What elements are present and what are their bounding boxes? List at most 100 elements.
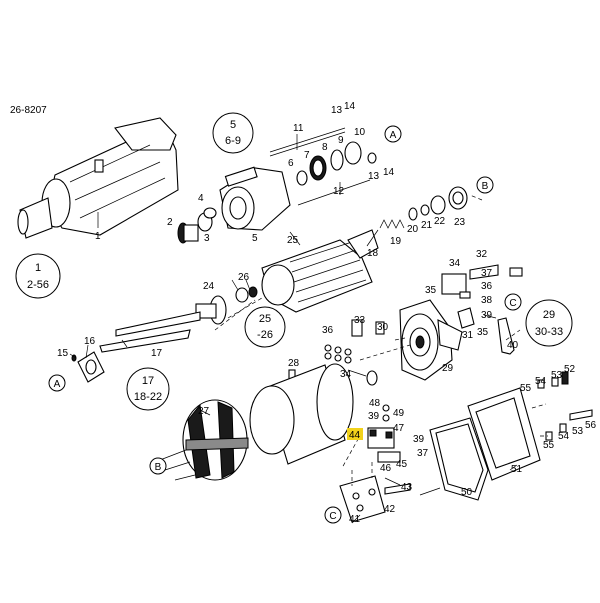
group-top: 1 xyxy=(35,262,41,274)
fastener-hardware xyxy=(537,371,593,441)
field-coil xyxy=(159,399,249,481)
callout-56: 56 xyxy=(585,420,597,431)
callout-34b: 36 xyxy=(322,325,334,336)
lever-40 xyxy=(497,317,515,355)
callout-12: 12 xyxy=(333,186,345,197)
callout-23: 23 xyxy=(454,217,466,228)
callout-46: 46 xyxy=(380,463,392,474)
reference-marker: C xyxy=(504,293,522,311)
part-callouts: 1 2 3 4 5 6 7 8 9 10 11 12 13 14 13 14 1… xyxy=(57,101,597,525)
callout-40: 40 xyxy=(507,340,519,351)
callout-48: 48 xyxy=(369,398,381,409)
callout-39c: 39 xyxy=(413,434,425,445)
pinion-gear xyxy=(177,207,217,244)
callout-34: 34 xyxy=(449,258,461,269)
callout-37: 37 xyxy=(481,268,493,279)
callout-13b: 13 xyxy=(368,171,380,182)
callout-35: 35 xyxy=(425,285,437,296)
callout-53b: 53 xyxy=(572,426,584,437)
callout-38: 38 xyxy=(481,295,493,306)
callout-37b: 37 xyxy=(417,448,429,459)
group-bottom: 6-9 xyxy=(225,135,241,147)
drive-end-housing xyxy=(219,166,291,231)
callout-2: 2 xyxy=(167,217,173,228)
callout-8: 8 xyxy=(322,142,328,153)
callout-44-highlighted: 44 xyxy=(349,430,361,441)
callout-45: 45 xyxy=(396,459,408,470)
cover xyxy=(467,387,541,481)
yoke-housing xyxy=(249,363,354,465)
callout-36: 36 xyxy=(481,281,493,292)
group-callout: 5 6-9 xyxy=(212,112,254,154)
callout-43: 43 xyxy=(401,482,413,493)
group-callout: 25 -26 xyxy=(244,306,286,348)
callout-3: 3 xyxy=(204,233,210,244)
callout-30: 30 xyxy=(377,322,389,333)
callout-54: 54 xyxy=(535,376,547,387)
group-bottom: 2-56 xyxy=(27,279,49,291)
callout-4: 4 xyxy=(198,193,204,204)
callout-53: 53 xyxy=(551,370,563,381)
callout-29: 29 xyxy=(442,363,454,374)
group-bottom: -26 xyxy=(257,329,273,341)
reference-marker: A xyxy=(384,125,402,143)
group-top: 5 xyxy=(230,119,236,131)
callout-14b: 14 xyxy=(383,167,395,178)
spring-washer-set xyxy=(379,186,468,229)
terminal-bracket xyxy=(441,264,523,329)
callout-10: 10 xyxy=(354,127,366,138)
callout-19: 19 xyxy=(390,236,402,247)
ref-letter: A xyxy=(54,379,61,390)
callout-13: 13 xyxy=(331,105,343,116)
reference-marker: B xyxy=(476,176,494,194)
callout-55: 55 xyxy=(520,383,532,394)
callout-7: 7 xyxy=(304,150,310,161)
callout-14: 14 xyxy=(344,101,356,112)
ref-letter: B xyxy=(482,181,489,192)
callout-55b: 55 xyxy=(543,440,555,451)
callout-22: 22 xyxy=(434,216,446,227)
callout-50: 50 xyxy=(461,487,473,498)
ref-letter: B xyxy=(155,462,162,473)
reference-marker: A xyxy=(48,374,66,392)
commutator-end-frame xyxy=(399,299,463,381)
reference-marker: C xyxy=(324,506,342,524)
group-top: 25 xyxy=(259,313,271,325)
callout-20: 20 xyxy=(407,224,419,235)
callout-49: 49 xyxy=(393,408,405,419)
ref-letter: C xyxy=(329,511,336,522)
callout-25: 25 xyxy=(287,235,299,246)
seal-ring-set xyxy=(296,141,377,186)
callout-9: 9 xyxy=(338,135,344,146)
callout-16: 16 xyxy=(84,336,96,347)
callout-41: 41 xyxy=(349,514,361,525)
callout-42: 42 xyxy=(384,504,396,515)
callout-39b: 39 xyxy=(368,411,380,422)
brush-holder-kit xyxy=(324,319,385,386)
callout-52: 52 xyxy=(564,364,576,375)
callout-54b: 54 xyxy=(558,431,570,442)
group-top: 17 xyxy=(142,375,154,387)
callout-11: 11 xyxy=(293,123,304,134)
drawing-id: 26-8207 xyxy=(10,105,47,116)
terminal-board xyxy=(339,475,411,523)
pinion-shaft xyxy=(99,295,227,353)
callout-28: 28 xyxy=(288,358,300,369)
callout-27: 27 xyxy=(198,406,210,417)
callout-36b: 35 xyxy=(477,327,489,338)
group-bottom: 30-33 xyxy=(535,326,563,338)
callout-15: 15 xyxy=(57,348,69,359)
leader-lines xyxy=(69,134,518,524)
callout-34c: 34 xyxy=(340,369,352,380)
starter-motor-assembly xyxy=(17,117,179,239)
ref-letter: A xyxy=(390,130,397,141)
callout-17: 17 xyxy=(151,348,163,359)
group-callout: 1 2-56 xyxy=(15,253,61,299)
callout-35b: 33 xyxy=(354,315,366,326)
reference-marker: B xyxy=(149,457,167,475)
callout-32: 32 xyxy=(476,249,488,260)
callout-31: 31 xyxy=(462,330,474,341)
ref-letter: C xyxy=(509,298,516,309)
callout-6: 6 xyxy=(288,158,294,169)
